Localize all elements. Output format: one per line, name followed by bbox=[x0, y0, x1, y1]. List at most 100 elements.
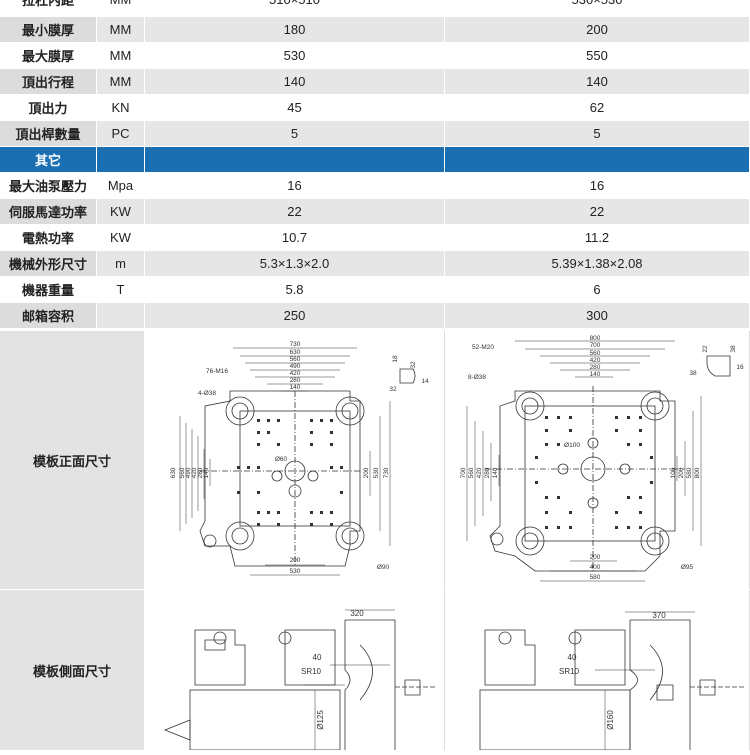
front-plate-svg-a: 730 630 560 490 420 280 140 76-M16 4-Ø38… bbox=[170, 341, 429, 576]
spec-label: 最大油泵壓力 bbox=[0, 173, 97, 199]
front-plate-svg-b: 800 700 560 420 280 140 52-M20 8-Ø38 Ø10… bbox=[460, 335, 744, 582]
front-a-dim-420: 420 bbox=[290, 370, 301, 377]
front-a-note-32b: 32 bbox=[410, 361, 417, 369]
front-b-bottom-400: 400 bbox=[590, 564, 601, 571]
front-a-bottom-200: 200 bbox=[290, 557, 301, 564]
spec-label: 最大膜厚 bbox=[0, 43, 97, 69]
side-b-dia-dim: Ø160 bbox=[606, 710, 615, 730]
front-a-dim-490: 490 bbox=[290, 363, 301, 370]
front-a-left-630: 630 bbox=[170, 467, 177, 478]
spec-unit: MM bbox=[97, 69, 145, 95]
front-b-left-420: 420 bbox=[476, 467, 483, 478]
front-b-left-140: 140 bbox=[492, 467, 499, 478]
front-b-dim-700: 700 bbox=[590, 342, 601, 349]
front-a-right-730: 730 bbox=[383, 467, 390, 478]
side-a-top-dim: 320 bbox=[350, 609, 364, 618]
spec-unit: m bbox=[97, 251, 145, 277]
front-b-dim-800: 800 bbox=[590, 335, 601, 342]
front-b-note-38b: 38 bbox=[730, 345, 737, 353]
spec-value-b: 5.39×1.38×2.08 bbox=[445, 251, 750, 277]
spec-label: 機械外形尺寸 bbox=[0, 251, 97, 277]
front-a-dim-630: 630 bbox=[290, 349, 301, 356]
side-plate-drawing-a: 320 40 SR10 Ø125 bbox=[145, 590, 445, 751]
front-b-note-22: 22 bbox=[702, 345, 709, 353]
side-a-dia-dim: Ø125 bbox=[316, 710, 325, 730]
front-b-bottom-200: 200 bbox=[590, 554, 601, 561]
front-a-note-14: 14 bbox=[421, 378, 429, 385]
front-a-left-560: 560 bbox=[179, 467, 186, 478]
spec-value-b: 200 bbox=[445, 17, 750, 43]
front-b-dim-280: 280 bbox=[590, 364, 601, 371]
front-a-dim-560: 560 bbox=[290, 356, 301, 363]
spec-row: 拉杠內距MM510×510530×530 bbox=[0, 0, 750, 13]
front-a-left-280: 280 bbox=[197, 467, 204, 478]
side-b-top-dim: 370 bbox=[652, 611, 666, 620]
front-b-left-700: 700 bbox=[460, 467, 467, 478]
front-b-left-280: 280 bbox=[484, 467, 491, 478]
spec-value-a: 22 bbox=[145, 199, 445, 225]
spec-value-a: 5.8 bbox=[145, 277, 445, 303]
front-b-dim-140: 140 bbox=[590, 371, 601, 378]
front-b-dim-420: 420 bbox=[590, 357, 601, 364]
spec-value-b: 530×530 bbox=[445, 0, 750, 13]
spec-unit: Mpa bbox=[97, 173, 145, 199]
spec-value-b: 6 bbox=[445, 277, 750, 303]
side-a-sr-dim: SR10 bbox=[301, 667, 322, 676]
front-a-note-18: 18 bbox=[392, 355, 399, 363]
front-a-right-200: 200 bbox=[363, 467, 370, 478]
spec-value-b: 5 bbox=[445, 121, 750, 147]
front-b-tap-note: 52-M20 bbox=[472, 344, 494, 351]
spec-unit bbox=[97, 303, 145, 329]
front-a-left-420: 420 bbox=[191, 467, 198, 478]
spec-value-a: 140 bbox=[145, 69, 445, 95]
spec-value-b: 550 bbox=[445, 43, 750, 69]
spec-value-b: 11.2 bbox=[445, 225, 750, 251]
spec-value-b: 300 bbox=[445, 303, 750, 329]
front-b-right-200: 200 bbox=[678, 467, 685, 478]
side-plate-svg-a: 320 40 SR10 Ø125 bbox=[163, 609, 435, 751]
spec-value-a bbox=[145, 147, 445, 173]
front-b-center-note: Ø100 bbox=[564, 442, 580, 449]
spec-value-a: 10.7 bbox=[145, 225, 445, 251]
front-b-right-800: 800 bbox=[694, 467, 701, 478]
front-b-note-16: 16 bbox=[736, 364, 744, 371]
front-plate-label: 模板正面尺寸 bbox=[0, 331, 145, 589]
front-b-right-100: 100 bbox=[670, 467, 677, 478]
spec-row: 其它 bbox=[0, 147, 750, 173]
front-b-left-560: 560 bbox=[468, 467, 475, 478]
spec-label: 電熱功率 bbox=[0, 225, 97, 251]
spec-label: 拉杠內距 bbox=[0, 0, 97, 13]
front-a-corner-note: Ø90 bbox=[377, 564, 390, 571]
spec-unit: PC bbox=[97, 121, 145, 147]
spec-value-a: 45 bbox=[145, 95, 445, 121]
side-plate-row: 模板側面尺寸 320 40 SR10 Ø125 bbox=[0, 590, 750, 751]
spec-unit: KW bbox=[97, 225, 145, 251]
front-a-right-530: 530 bbox=[373, 467, 380, 478]
front-a-tap-note: 76-M16 bbox=[206, 368, 228, 375]
front-b-right-580: 580 bbox=[686, 467, 693, 478]
front-a-hole-note: 4-Ø38 bbox=[198, 390, 216, 397]
front-a-center-note: Ø60 bbox=[275, 456, 288, 463]
spec-value-a: 530 bbox=[145, 43, 445, 69]
spec-label: 頂出行程 bbox=[0, 69, 97, 95]
spec-value-b: 140 bbox=[445, 69, 750, 95]
spec-label: 頂出力 bbox=[0, 95, 97, 121]
spec-label: 機器重量 bbox=[0, 277, 97, 303]
front-b-note-38a: 38 bbox=[689, 370, 697, 377]
front-b-bottom-580: 580 bbox=[590, 574, 601, 581]
spec-unit: MM bbox=[97, 17, 145, 43]
spec-value-a: 5.3×1.3×2.0 bbox=[145, 251, 445, 277]
spec-value-b: 16 bbox=[445, 173, 750, 199]
side-plate-drawing-b: 370 40 SR10 Ø160 bbox=[445, 590, 750, 751]
spec-value-b: 22 bbox=[445, 199, 750, 225]
spec-label: 伺服馬達功率 bbox=[0, 199, 97, 225]
side-plate-label: 模板側面尺寸 bbox=[0, 590, 145, 750]
spec-unit: T bbox=[97, 277, 145, 303]
